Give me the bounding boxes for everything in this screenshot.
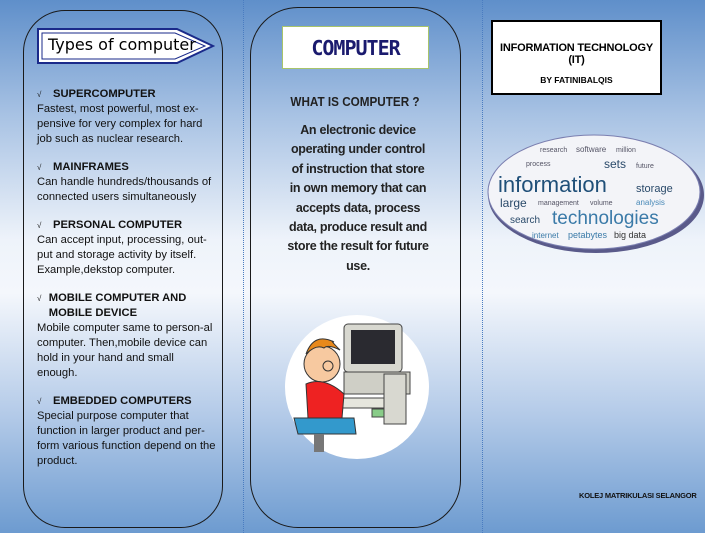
author: BY FATINIBALQIS — [540, 75, 613, 85]
computer-type-title: MOBILE COMPUTER AND MOBILE DEVICE — [48, 292, 187, 319]
computer-type-title: MAINFRAMES — [53, 161, 129, 173]
kid-computer-illustration — [285, 315, 429, 459]
computer-type-item: √ MAINFRAMES Can handle hundreds/thousands… — [37, 160, 217, 205]
fold-divider — [482, 0, 483, 533]
fold-divider — [243, 0, 244, 533]
middle-panel-frame — [250, 7, 461, 528]
word-cloud-word: management — [538, 200, 579, 207]
computer-type-heading: √ MOBILE COMPUTER AND MOBILE DEVICE — [37, 291, 217, 321]
it-title-box: INFORMATION TECHNOLOGY (IT) BY FATINIBAL… — [491, 20, 662, 95]
word-cloud-word: sets — [604, 157, 626, 171]
computer-type-item: √ SUPERCOMPUTER Fastest, most powerful, mo… — [37, 87, 217, 147]
computer-type-description: Can handle hundreds/thousands of connect… — [37, 176, 212, 203]
computer-type-item: √ MOBILE COMPUTER AND MOBILE DEVICE Mobile… — [37, 291, 217, 381]
computer-type-description: Special purpose computer that function i… — [37, 410, 216, 467]
word-cloud-word: storage — [636, 183, 673, 195]
word-cloud-word: analysis — [636, 198, 665, 207]
computer-type-item: √ EMBEDDED COMPUTERS Special purpose compu… — [37, 394, 217, 469]
types-banner: Types of computer — [48, 35, 196, 54]
computer-type-heading: √ PERSONAL COMPUTER — [37, 218, 217, 233]
computer-type-heading: √ SUPERCOMPUTER — [37, 87, 217, 102]
definition-text: An electronic device operating under con… — [287, 123, 429, 273]
check-icon: √ — [37, 397, 42, 406]
computer-type-title: PERSONAL COMPUTER — [53, 219, 183, 231]
computer-type-title: EMBEDDED COMPUTERS — [53, 395, 192, 407]
word-cloud-image: information technologies storage analysis se… — [487, 134, 704, 253]
word-cloud-word: future — [636, 163, 654, 170]
college-name: KOLEJ MATRIKULASI SELANGOR — [579, 491, 697, 500]
computer-type-description: Can accept input, processing, out-put an… — [37, 234, 207, 276]
brochure-page: Types of computer √ SUPERCOMPUTER Fastest,… — [0, 0, 705, 533]
word-cloud-word: technologies — [552, 208, 659, 229]
computer-type-heading: √ MAINFRAMES — [37, 160, 217, 175]
it-title: INFORMATION TECHNOLOGY (IT) — [499, 42, 654, 66]
banner-arrow-shape — [37, 28, 215, 64]
question-heading: WHAT IS COMPUTER ? — [290, 94, 420, 109]
word-cloud-word: search — [510, 215, 540, 226]
check-icon: √ — [37, 294, 42, 303]
word-cloud-word: information — [498, 172, 607, 197]
left-panel-frame — [23, 10, 223, 528]
computer-type-item: √ PERSONAL COMPUTER Can accept input, proc… — [37, 218, 217, 278]
word-cloud-word: software — [576, 145, 607, 154]
word-cloud-word: petabytes — [568, 230, 608, 240]
check-icon: √ — [37, 221, 42, 230]
word-cloud-word: million — [616, 147, 636, 154]
word-cloud-word: volume — [590, 200, 613, 207]
computer-type-description: Fastest, most powerful, most ex-pensive … — [37, 103, 203, 145]
computer-title: COMPUTER — [282, 26, 429, 69]
word-cloud-word: large — [500, 196, 527, 210]
check-icon: √ — [37, 163, 42, 172]
word-cloud-word: process — [526, 161, 551, 168]
types-list: √ SUPERCOMPUTER Fastest, most powerful, mo… — [37, 87, 217, 482]
check-icon: √ — [37, 90, 42, 99]
word-cloud-word: research — [540, 147, 567, 154]
computer-type-heading: √ EMBEDDED COMPUTERS — [37, 394, 217, 409]
word-cloud-word: big data — [614, 230, 646, 240]
word-cloud-word: internet — [532, 231, 559, 240]
computer-type-description: Mobile computer same to person-al comput… — [37, 322, 213, 379]
computer-type-title: SUPERCOMPUTER — [53, 88, 156, 100]
